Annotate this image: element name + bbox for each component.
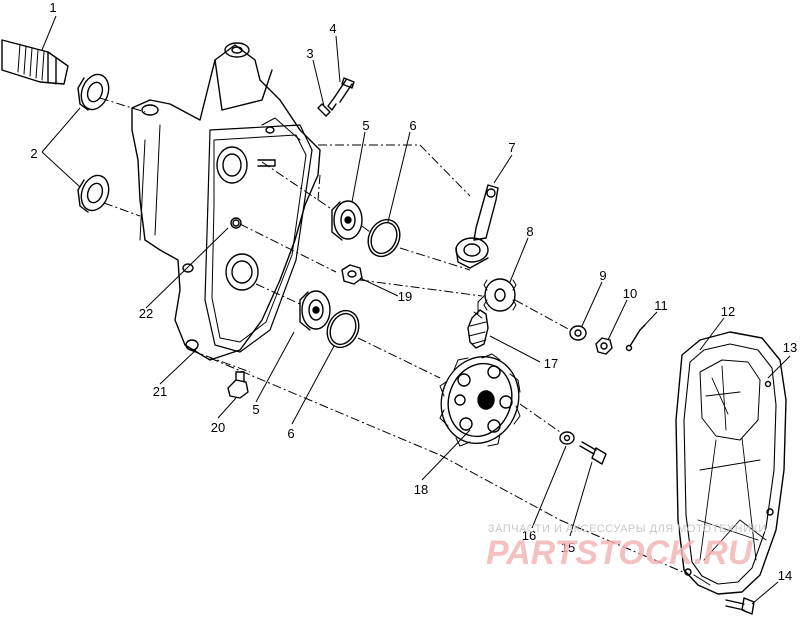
- oil-seal-lower-part: [77, 174, 110, 213]
- watermark-tagline: ЗАПЧАСТИ И АКСЕССУАРЫ ДЛЯ МОТОТЕХНИКИ: [488, 523, 767, 535]
- callout-21: 21: [153, 384, 167, 399]
- callout-10: 10: [623, 286, 637, 301]
- callout-13: 13: [783, 340, 797, 355]
- chaincase-housing-part: [131, 42, 321, 361]
- leader-lines: [41, 15, 791, 605]
- bearing-lower-part: [299, 290, 331, 331]
- drive-sprocket-part: [477, 278, 517, 315]
- callout-20: 20: [211, 420, 225, 435]
- bolt-part-4: [327, 77, 355, 111]
- o-ring-lower-part: [326, 309, 360, 349]
- callout-6-lower: 6: [287, 426, 294, 441]
- callout-11: 11: [654, 298, 668, 313]
- callout-1: 1: [49, 0, 56, 15]
- input-shaft-part: [1, 39, 69, 85]
- callout-15: 15: [561, 540, 575, 555]
- watermark-logo: PARTSTOCK.RU: [486, 534, 754, 572]
- o-ring-upper-part: [367, 218, 401, 258]
- callout-5-upper: 5: [362, 118, 369, 133]
- drive-chain-part: [467, 309, 489, 349]
- callout-16: 16: [522, 528, 536, 543]
- callout-9: 9: [599, 268, 606, 283]
- callout-12: 12: [721, 304, 735, 319]
- callout-18: 18: [414, 482, 428, 497]
- nut-part-19: [341, 264, 363, 285]
- callout-5-lower: 5: [252, 402, 259, 417]
- chaincase-cover-part: [675, 331, 787, 595]
- washer-part-9: [569, 325, 587, 341]
- callout-4: 4: [329, 21, 336, 36]
- nut-part-10: [595, 337, 613, 355]
- driven-sprocket-part: [439, 353, 521, 447]
- chain-tensioner-part: [455, 184, 499, 269]
- callout-8: 8: [526, 224, 533, 239]
- callout-22: 22: [139, 306, 153, 321]
- oil-seal-upper-part: [77, 73, 110, 111]
- bolt-part-15: [579, 441, 607, 465]
- cotter-pin-part: [625, 324, 646, 352]
- bearing-upper-part: [331, 200, 363, 241]
- bolt-part-3: [317, 103, 331, 117]
- assembly-axis-lines: [99, 97, 691, 576]
- callout-2: 2: [30, 146, 37, 161]
- fitting-part-22: [230, 217, 242, 229]
- washer-part-16: [559, 431, 575, 445]
- callout-17: 17: [544, 356, 558, 371]
- cover-screw-part: [725, 597, 755, 615]
- callout-14: 14: [778, 568, 792, 583]
- callout-7: 7: [508, 140, 515, 155]
- drain-plug-part: [227, 371, 249, 399]
- callout-6-upper: 6: [409, 118, 416, 133]
- callout-3: 3: [306, 46, 313, 61]
- callout-19: 19: [398, 289, 412, 304]
